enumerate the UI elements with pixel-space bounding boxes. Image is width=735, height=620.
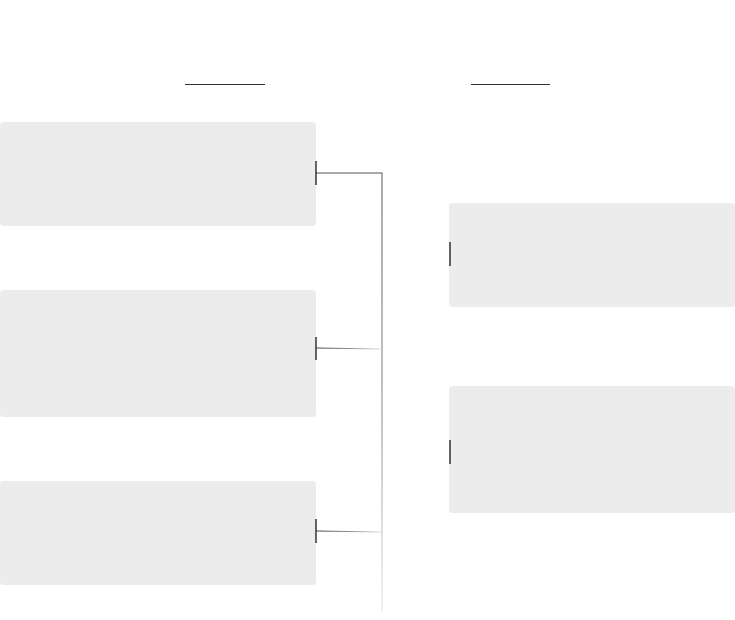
right-node-box[interactable] — [449, 386, 735, 513]
left-node-box[interactable] — [0, 481, 316, 585]
trunk-line — [316, 172, 383, 612]
left-node-box[interactable] — [0, 290, 316, 417]
left-column-header-rule — [185, 84, 265, 85]
right-node-box[interactable] — [449, 203, 735, 307]
left-node-box[interactable] — [0, 122, 316, 226]
right-column-header-rule — [471, 84, 550, 85]
left-connector — [315, 347, 383, 350]
left-connector — [315, 530, 383, 533]
